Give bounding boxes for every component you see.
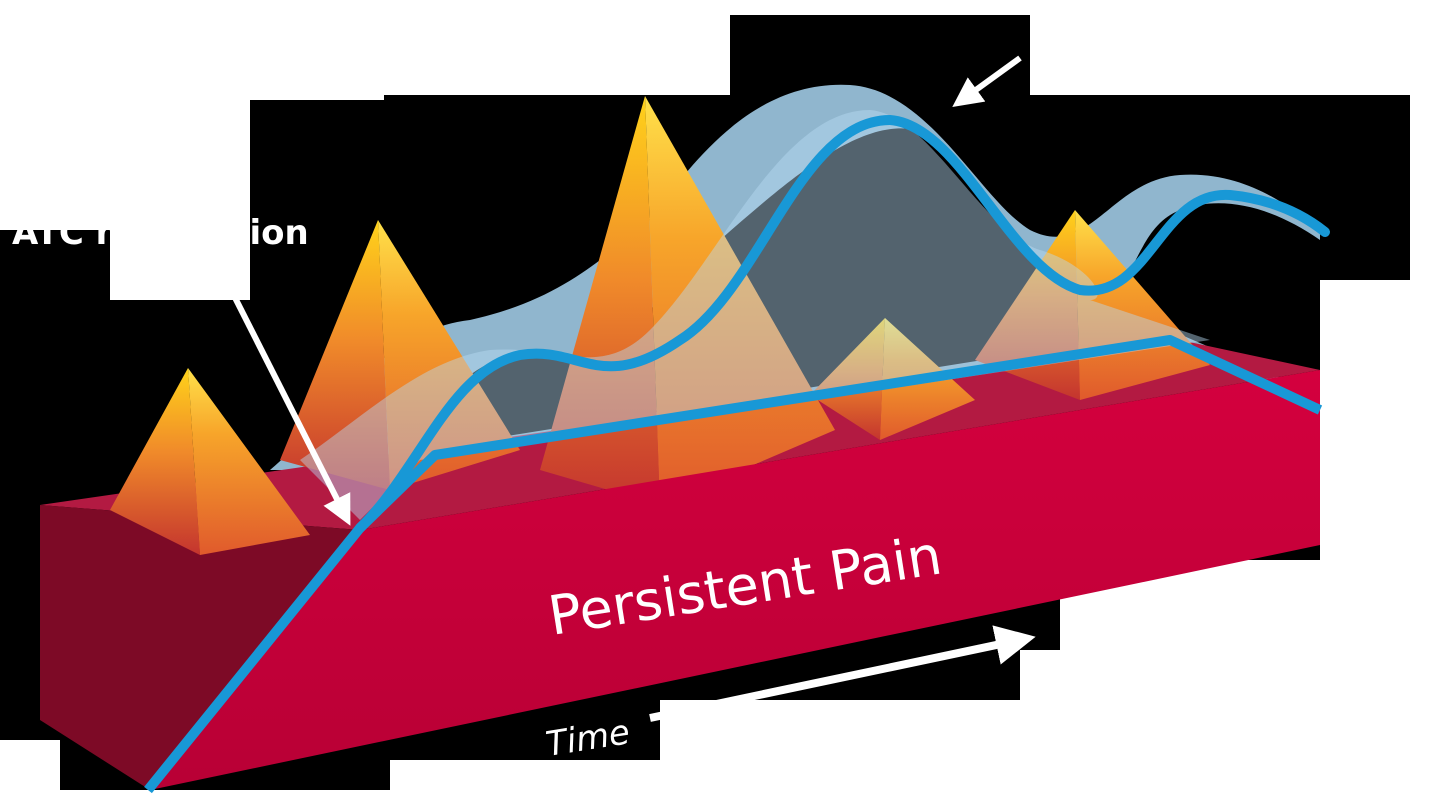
short-acting-curve: [355, 114, 1330, 533]
peak-1: [110, 368, 310, 555]
bar-front: [150, 370, 1320, 790]
atc-pointer-arrow: [217, 266, 351, 526]
peak-2: [280, 220, 520, 490]
short-acting-label-line2: opioid medications: [1032, 51, 1396, 91]
bar-side: [40, 505, 360, 790]
atc-label: ATC medication: [12, 213, 309, 253]
short-acting-pointer-arrow: [952, 55, 1022, 108]
ribbon-overlay: [300, 110, 1210, 520]
atc-curve: [144, 335, 1323, 794]
short-acting-label-line1: Traditional short-acting: [1032, 11, 1439, 51]
time-arrow: [649, 625, 1036, 722]
